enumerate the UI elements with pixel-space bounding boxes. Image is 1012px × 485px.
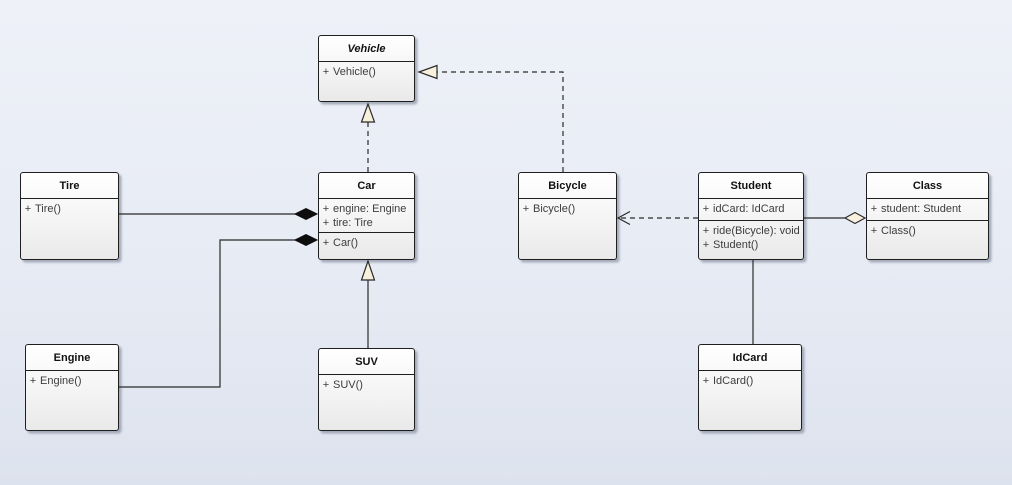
visibility-symbol: + [322, 66, 330, 78]
hollow-diamond-icon [843, 211, 867, 225]
class-title: SUV [319, 349, 414, 375]
attributes-compartment: + student: Student [867, 199, 988, 221]
visibility-symbol: + [29, 375, 37, 387]
method-row: + Tire() [21, 203, 116, 217]
methods-compartment: + Tire() [21, 199, 118, 259]
method-text: Student() [713, 238, 759, 251]
method-row: + Vehicle() [319, 66, 412, 80]
method-row: + SUV() [319, 379, 412, 393]
method-text: Vehicle() [333, 66, 376, 78]
visibility-symbol: + [870, 225, 878, 237]
connector-composition-tire-car[interactable] [119, 207, 319, 221]
hollow-triangle-arrowhead-icon [360, 102, 376, 123]
class-title: Tire [21, 173, 118, 199]
methods-compartment: + Bicycle() [519, 199, 616, 259]
visibility-symbol: + [322, 379, 330, 391]
visibility-symbol: + [322, 203, 330, 215]
attribute-row: + student: Student [867, 203, 986, 217]
class-box-suv[interactable]: SUV + SUV() [318, 348, 415, 431]
class-box-vehicle[interactable]: Vehicle + Vehicle() [318, 35, 415, 102]
connector-composition-engine-car[interactable] [119, 233, 319, 388]
attribute-text: tire: Tire [333, 216, 373, 229]
attributes-compartment: + idCard: IdCard [699, 199, 803, 221]
methods-compartment: + Vehicle() [319, 62, 414, 101]
visibility-symbol: + [702, 375, 710, 387]
visibility-symbol: + [24, 203, 32, 215]
class-title: Student [699, 173, 803, 199]
method-row: + Engine() [26, 375, 116, 389]
visibility-symbol: + [322, 237, 330, 249]
visibility-symbol: + [702, 238, 710, 251]
method-row: + Bicycle() [519, 203, 614, 217]
method-row: + Student() [699, 239, 801, 253]
connector-realization-bicycle-vehicle[interactable] [417, 64, 564, 173]
filled-diamond-icon [293, 207, 319, 221]
class-box-class[interactable]: Class + student: Student + Class() [866, 172, 989, 260]
method-text: Car() [333, 237, 359, 249]
filled-diamond-icon [293, 233, 319, 247]
attribute-row: + tire: Tire [319, 217, 412, 231]
method-text: Class() [881, 225, 916, 237]
class-title: IdCard [699, 345, 801, 371]
hollow-triangle-arrowhead-icon [360, 259, 376, 281]
class-box-idcard[interactable]: IdCard + IdCard() [698, 344, 802, 431]
class-box-student[interactable]: Student + idCard: IdCard + ride(Bicycle)… [698, 172, 804, 260]
class-title: Class [867, 173, 988, 199]
method-text: SUV() [333, 379, 363, 391]
method-row: + Car() [319, 237, 412, 251]
attribute-text: engine: Engine [333, 203, 407, 215]
connector-generalization-suv-car[interactable] [360, 259, 376, 348]
method-text: IdCard() [713, 375, 754, 387]
method-text: ride(Bicycle): void [713, 225, 800, 237]
class-title: Bicycle [519, 173, 616, 199]
connector-dependency-student-bicycle[interactable] [616, 210, 698, 226]
visibility-symbol: + [702, 225, 710, 237]
attribute-row: + idCard: IdCard [699, 203, 801, 217]
methods-compartment: + ride(Bicycle): void + Student() [699, 221, 803, 259]
methods-compartment: + IdCard() [699, 371, 801, 430]
methods-compartment: + Car() [319, 233, 414, 259]
open-arrowhead-icon [616, 210, 631, 226]
method-text: Engine() [40, 375, 82, 387]
class-title: Vehicle [319, 36, 414, 62]
visibility-symbol: + [522, 203, 530, 215]
visibility-symbol: + [870, 203, 878, 215]
visibility-symbol: + [322, 216, 330, 229]
method-row: + ride(Bicycle): void [699, 225, 801, 239]
connector-realization-car-vehicle[interactable] [360, 102, 376, 172]
class-box-engine[interactable]: Engine + Engine() [25, 344, 119, 431]
class-box-bicycle[interactable]: Bicycle + Bicycle() [518, 172, 617, 260]
method-text: Bicycle() [533, 203, 576, 215]
visibility-symbol: + [702, 203, 710, 215]
attribute-text: student: Student [881, 203, 962, 215]
methods-compartment: + SUV() [319, 375, 414, 430]
attribute-row: + engine: Engine [319, 203, 412, 217]
method-row: + Class() [867, 225, 986, 239]
methods-compartment: + Class() [867, 221, 988, 259]
hollow-triangle-arrowhead-icon [417, 64, 438, 80]
method-row: + IdCard() [699, 375, 799, 389]
attribute-text: idCard: IdCard [713, 203, 785, 215]
class-box-tire[interactable]: Tire + Tire() [20, 172, 119, 260]
methods-compartment: + Engine() [26, 371, 118, 430]
attributes-compartment: + engine: Engine + tire: Tire [319, 199, 414, 233]
method-text: Tire() [35, 203, 61, 215]
class-title: Car [319, 173, 414, 199]
class-box-car[interactable]: Car + engine: Engine + tire: Tire + Car(… [318, 172, 415, 260]
class-title: Engine [26, 345, 118, 371]
connector-aggregation-student-class[interactable] [804, 211, 867, 225]
